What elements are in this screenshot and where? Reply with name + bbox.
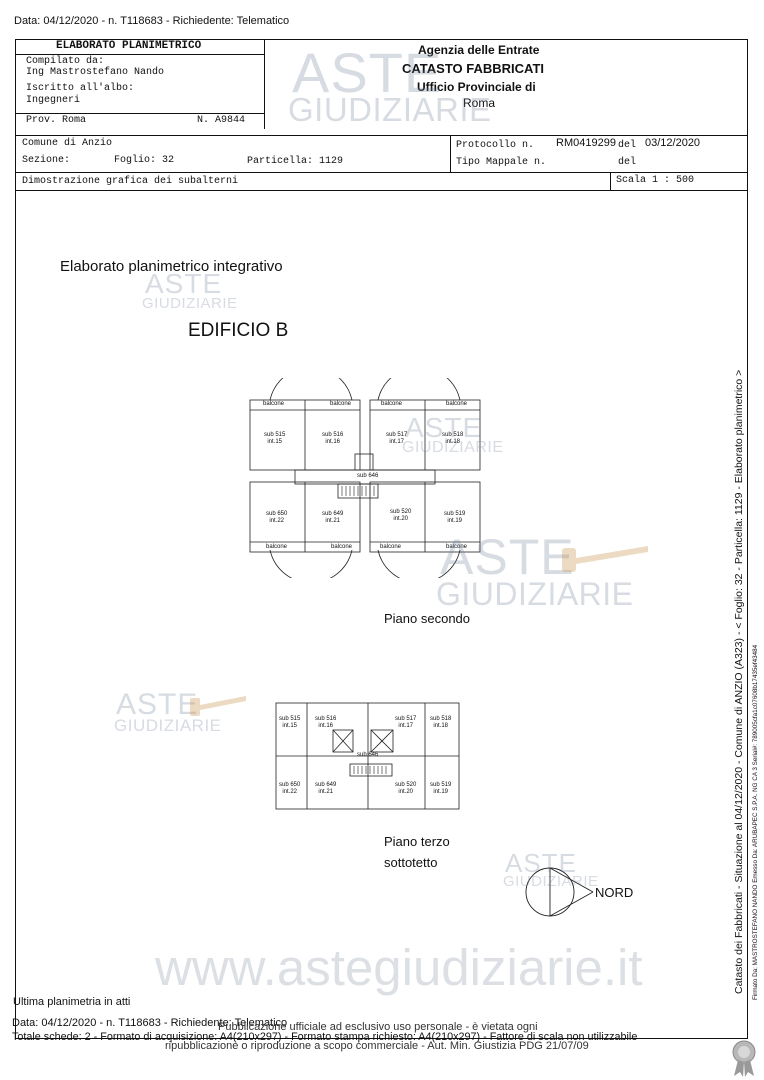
agency-line-4: Roma: [463, 96, 496, 110]
floor-plan-terzo: [275, 702, 460, 810]
ultima-planimetria-label: Ultima planimetria in atti: [13, 996, 131, 1008]
drawing-subtitle: Elaborato planimetrico integrativo: [60, 258, 283, 275]
watermark-giudiziarie-2: GIUDIZIARIE: [402, 439, 504, 456]
balcone-label: balcone: [446, 401, 468, 407]
gavel-watermark-icon: [190, 696, 246, 716]
header-title-divider: [15, 54, 265, 55]
watermark-giudiziarie-3: GIUDIZIARIE: [436, 576, 634, 612]
watermark-giudiziarie-1: GIUDIZIARIE: [142, 295, 238, 312]
agency-line-1: Agenzia delle Entrate: [418, 43, 540, 57]
piano-secondo-label: Piano secondo: [384, 611, 471, 626]
sottotetto-label: sottotetto: [384, 855, 438, 870]
compilato-label: Compilato da:: [26, 56, 105, 67]
info-top-line: [15, 135, 748, 136]
sezione-label: Sezione:: [22, 155, 71, 166]
protocollo-label: Protocollo n.: [456, 140, 535, 151]
header-watermark-giudiziarie: GIUDIZIARIE: [288, 91, 492, 128]
scala-label: Scala 1 : 500: [616, 175, 695, 186]
header-left-box: [15, 39, 265, 129]
document-frame: [15, 39, 748, 1039]
iscritto-value: Ingegneri: [26, 95, 81, 106]
watermark-aste-2: ASTE: [405, 412, 483, 443]
info-mid-line: [15, 172, 748, 173]
prov-label: Prov. Roma: [26, 115, 87, 126]
agency-line-3: Ufficio Provinciale di: [417, 80, 536, 94]
watermark-aste-5: ASTE: [505, 848, 577, 878]
info-divider-protocollo: [450, 135, 451, 172]
footer-pubblicazione-line-1: Pubblicazione ufficiale ad esclusivo uso…: [218, 1021, 538, 1033]
tipo-mappale-label: Tipo Mappale n.: [456, 157, 547, 168]
balcone-label: balcone: [446, 544, 468, 550]
floor-plan-secondo: [249, 378, 481, 578]
certificate-badge-icon: [732, 1040, 756, 1077]
top-info-line: Data: 04/12/2020 - n. T118683 - Richiede…: [14, 15, 290, 27]
header-watermark-aste: ASTE: [292, 41, 443, 104]
sub-common-label: sub 646: [357, 473, 379, 479]
balcone-label: balcone: [263, 401, 285, 407]
comune-label: Comune di Anzio: [22, 138, 113, 149]
del-label: del: [618, 140, 637, 151]
particella-label: Particella: 1129: [247, 156, 344, 167]
agency-line-2: CATASTO FABBRICATI: [402, 61, 545, 76]
nord-label: NORD: [595, 885, 634, 900]
del-value: 03/12/2020: [645, 137, 701, 149]
header-title: ELABORATO PLANIMETRICO: [56, 40, 202, 52]
watermark-giudiziarie-5: GIUDIZIARIE: [503, 873, 599, 890]
url-watermark: www.astegiudiziarie.it: [155, 939, 643, 996]
edificio-title: EDIFICIO B: [188, 320, 289, 341]
north-arrow-icon: [525, 867, 594, 917]
balcone-label: balcone: [380, 544, 402, 550]
footer-totale-line: Totale schede: 2 - Formato di acquisizio…: [12, 1031, 638, 1043]
watermark-giudiziarie-4: GIUDIZIARIE: [114, 716, 222, 735]
gavel-watermark-icon: [562, 546, 648, 572]
iscritto-label: Iscritto all'albo:: [26, 83, 135, 94]
watermark-aste-4: ASTE: [116, 688, 199, 721]
dimostrazione-label: Dimostrazione grafica dei subalterni: [22, 176, 239, 187]
watermark-aste-3: ASTE: [440, 529, 575, 585]
del2-label: del: [618, 157, 637, 168]
header-prov-divider: [15, 113, 265, 114]
protocollo-value: RM0419299: [556, 137, 616, 149]
info-divider-scala: [610, 172, 611, 190]
info-bottom-line: [15, 190, 748, 191]
sub-common-label-terzo: sub 646: [357, 752, 379, 758]
watermark-aste-1: ASTE: [145, 268, 223, 299]
side-catasto-text: Catasto dei Fabbricati - Situazione al 0…: [733, 369, 745, 994]
foglio-label: Foglio: 32: [114, 155, 175, 166]
balcone-label: balcone: [381, 401, 403, 407]
balcone-label: balcone: [266, 544, 288, 550]
side-firmato-text: Firmato Da: MASTROSTEFANO NANDO Emesso D…: [752, 644, 759, 1000]
piano-terzo-label: Piano terzo: [384, 834, 450, 849]
balcone-label: balcone: [330, 401, 352, 407]
balcone-label: balcone: [331, 544, 353, 550]
footer-data-line: Data: 04/12/2020 - n. T118683 - Richiede…: [12, 1017, 288, 1029]
footer-pubblicazione-line-2: ripubblicazione o riproduzione a scopo c…: [165, 1040, 589, 1052]
compilato-value: Ing Mastrostefano Nando: [26, 67, 165, 78]
numero-albo: N. A9844: [197, 115, 246, 126]
